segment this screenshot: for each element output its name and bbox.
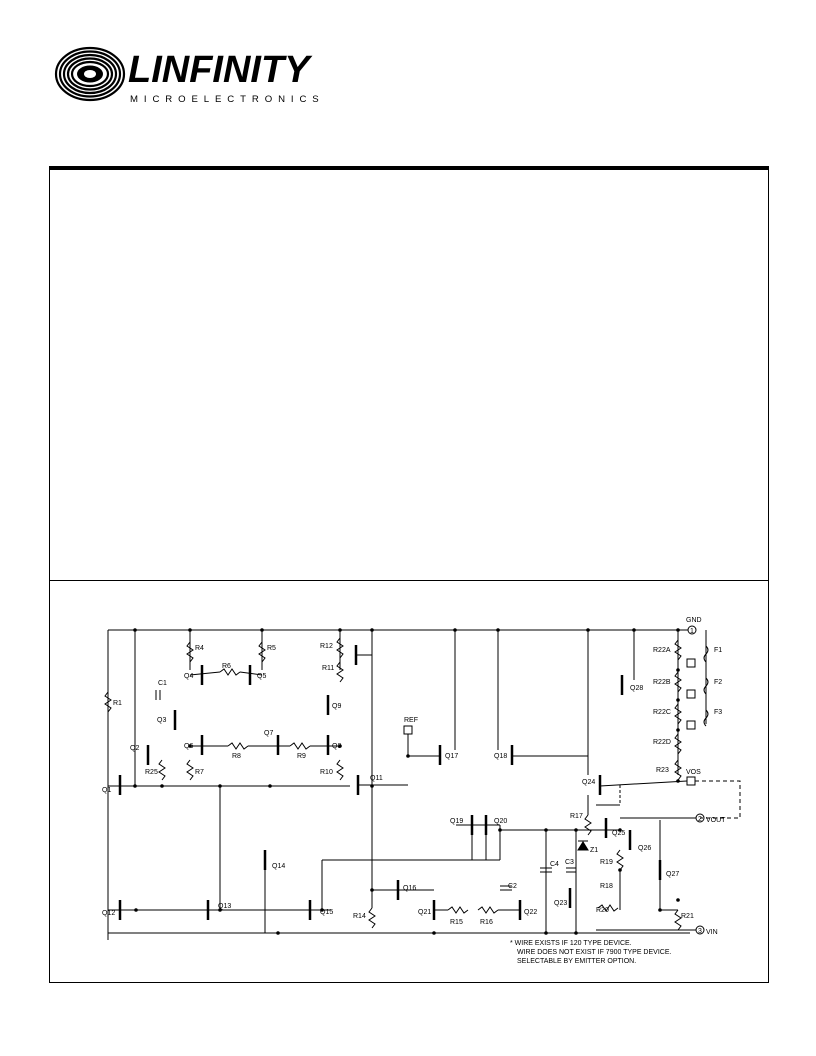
label-r7: R7 bbox=[195, 769, 204, 776]
label-q18: Q18 bbox=[494, 753, 507, 760]
schematic-frame bbox=[49, 580, 769, 983]
label-r4: R4 bbox=[195, 645, 204, 652]
label-r9: R9 bbox=[297, 753, 306, 760]
label-q22: Q22 bbox=[524, 909, 537, 916]
label-vos: VOS bbox=[686, 769, 701, 776]
label-gnd: GND bbox=[686, 617, 702, 624]
label-q28: Q28 bbox=[630, 685, 643, 692]
label-r16: R16 bbox=[480, 919, 493, 926]
label-q24: Q24 bbox=[582, 779, 595, 786]
label-q19: Q19 bbox=[450, 818, 463, 825]
label-q11: Q11 bbox=[370, 775, 383, 782]
label-q16: Q16 bbox=[403, 885, 416, 892]
label-q14: Q14 bbox=[272, 863, 285, 870]
label-q4: Q4 bbox=[184, 673, 193, 680]
label-r18: R18 bbox=[600, 883, 613, 890]
label-r23: R23 bbox=[656, 767, 669, 774]
label-q23: Q23 bbox=[554, 900, 567, 907]
label-r8: R8 bbox=[232, 753, 241, 760]
label-q15: Q15 bbox=[320, 909, 333, 916]
label-q26: Q26 bbox=[638, 845, 651, 852]
label-ref: REF bbox=[404, 717, 418, 724]
label-q2: Q2 bbox=[130, 745, 139, 752]
label-r25: R25 bbox=[145, 769, 158, 776]
label-r14: R14 bbox=[353, 913, 366, 920]
label-r11: R11 bbox=[322, 665, 334, 672]
label-r5: R5 bbox=[267, 645, 276, 652]
label-f2: F2 bbox=[714, 679, 722, 686]
label-q25: Q25 bbox=[612, 830, 625, 837]
label-f3: F3 bbox=[714, 709, 722, 716]
schematic-note-3: SELECTABLE BY EMITTER OPTION. bbox=[517, 958, 636, 965]
label-r17: R17 bbox=[570, 813, 583, 820]
label-r22c: R22C bbox=[653, 709, 671, 716]
label-q9: Q9 bbox=[332, 703, 341, 710]
label-q13: Q13 bbox=[218, 903, 231, 910]
label-r22b: R22B bbox=[653, 679, 671, 686]
label-q21: Q21 bbox=[418, 909, 431, 916]
logo-tagline: MICROELECTRONICS bbox=[130, 94, 325, 105]
label-r1: R1 bbox=[113, 700, 122, 707]
label-r6: R6 bbox=[222, 663, 231, 670]
label-c3: C3 bbox=[565, 859, 574, 866]
label-r22d: R22D bbox=[653, 739, 671, 746]
circuit-schematic: Q1 Q2 Q3 Q4 Q5 Q6 Q7 Q8 Q9 Q11 Q12 Q13 Q… bbox=[102, 617, 741, 965]
label-q12: Q12 bbox=[102, 910, 115, 917]
label-r20: R20 bbox=[596, 907, 609, 914]
label-r19: R19 bbox=[600, 859, 613, 866]
label-q5: Q5 bbox=[257, 673, 266, 680]
logo-rings-icon bbox=[54, 46, 126, 102]
label-vout: VOUT bbox=[706, 817, 726, 824]
label-r10: R10 bbox=[320, 769, 333, 776]
label-pin3: 3 bbox=[698, 928, 702, 935]
label-r22a: R22A bbox=[653, 647, 671, 654]
logo-wordmark: LINFINITY bbox=[128, 49, 310, 91]
label-q1: Q1 bbox=[102, 787, 111, 794]
label-r21: R21 bbox=[681, 913, 694, 920]
content-frame-top bbox=[49, 169, 769, 581]
label-q6: Q6 bbox=[184, 743, 193, 750]
label-r12: R12 bbox=[320, 643, 333, 650]
label-q17: Q17 bbox=[445, 753, 458, 760]
header-rule bbox=[49, 166, 769, 170]
schematic-note-2: WIRE DOES NOT EXIST IF 7900 TYPE DEVICE. bbox=[517, 949, 671, 956]
label-r15: R15 bbox=[450, 919, 463, 926]
label-q27: Q27 bbox=[666, 871, 679, 878]
label-pin1: 1 bbox=[690, 628, 694, 635]
label-q8: Q8 bbox=[332, 743, 341, 750]
schematic-note-1: * WIRE EXISTS IF 120 TYPE DEVICE. bbox=[510, 940, 632, 947]
label-vin: VIN bbox=[706, 929, 718, 936]
label-q3: Q3 bbox=[157, 717, 166, 724]
label-q20: Q20 bbox=[494, 818, 507, 825]
label-f1: F1 bbox=[714, 647, 722, 654]
label-pin2: 2 bbox=[698, 816, 702, 823]
company-logo: LINFINITY MICROELECTRONICS bbox=[52, 36, 342, 116]
label-c2: C2 bbox=[508, 883, 517, 890]
label-q7: Q7 bbox=[264, 730, 273, 737]
label-z1: Z1 bbox=[590, 847, 598, 854]
label-c4: C4 bbox=[550, 861, 559, 868]
label-c1: C1 bbox=[158, 680, 167, 687]
